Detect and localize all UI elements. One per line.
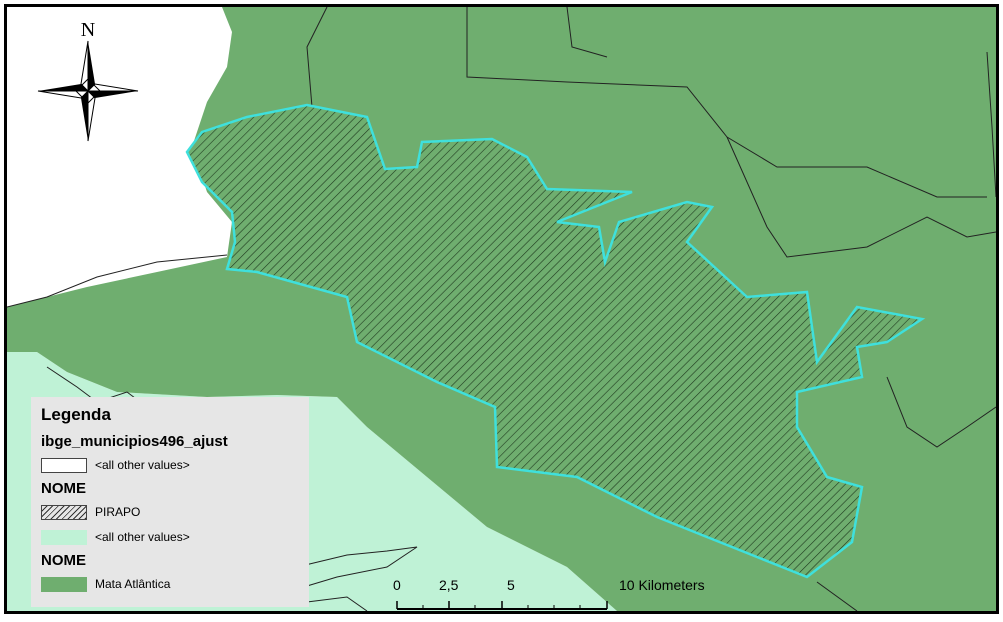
legend-swatch-light-green xyxy=(41,529,87,545)
north-arrow: N xyxy=(23,19,153,144)
legend-layer-nome-2: NOME xyxy=(41,552,86,569)
pirapo-polygon[interactable] xyxy=(185,103,926,579)
legend-item: <all other values> xyxy=(41,527,299,547)
legend-item: Mata Atlântica xyxy=(41,574,299,594)
legend-label: Mata Atlântica xyxy=(95,577,171,591)
scale-bar-line xyxy=(396,601,608,610)
legend-title: Legenda xyxy=(41,405,111,424)
legend-label: <all other values> xyxy=(95,458,190,472)
legend-layer-nome: NOME xyxy=(41,480,86,497)
scale-bar: 0 2,5 5 10 Kilometers xyxy=(381,575,761,611)
legend-item: PIRAPO xyxy=(41,502,299,522)
legend: Legenda ibge_municipios496_ajust <all ot… xyxy=(31,397,309,607)
map-frame: N Legenda ibge_municipios496_ajust <all … xyxy=(4,4,999,614)
north-letter: N xyxy=(80,19,96,41)
scale-label-5: 5 xyxy=(507,577,515,593)
compass-rose-icon xyxy=(37,40,139,142)
legend-label: PIRAPO xyxy=(95,505,141,519)
legend-label: <all other values> xyxy=(95,530,190,544)
scale-label-0: 0 xyxy=(393,577,401,593)
legend-swatch-white xyxy=(41,457,87,473)
legend-layer-municipios: ibge_municipios496_ajust xyxy=(41,433,228,450)
scale-label-2-5: 2,5 xyxy=(439,577,459,593)
legend-swatch-dark-green xyxy=(41,576,87,592)
legend-swatch-hatch xyxy=(41,504,87,520)
scale-label-10: 10 Kilometers xyxy=(619,577,705,593)
legend-item: <all other values> xyxy=(41,455,299,475)
